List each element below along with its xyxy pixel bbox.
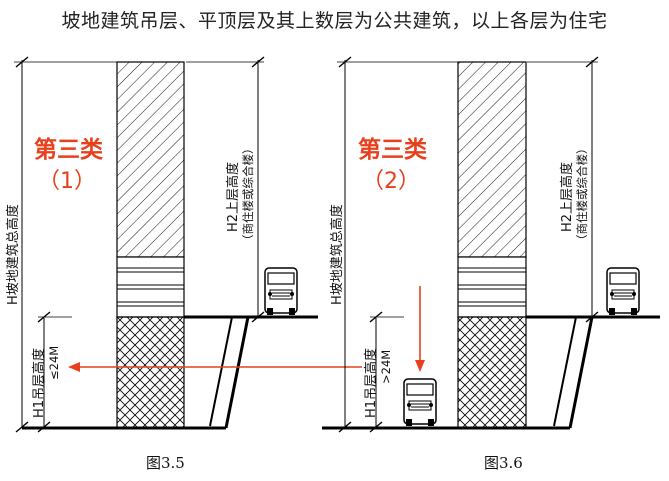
podium-block [116, 316, 185, 429]
h-total-label-left: H坡地建筑总高度 [6, 204, 21, 305]
arrowhead-left-icon [68, 362, 80, 372]
h2-note-left: （商住楼或综合楼） [241, 142, 255, 247]
h1-cond-left: ≤24M [47, 345, 61, 380]
h1-cond-right: >24M [379, 349, 393, 384]
h2-label-left: H2上层高度 [226, 161, 241, 232]
upper-residential-block [116, 61, 185, 258]
class-label-left: 第三类 [34, 137, 103, 163]
h2-note-right: （商住楼或综合楼） [575, 142, 589, 247]
slope-line [224, 316, 250, 429]
h1-label-left: H1吊层高度 [32, 347, 47, 418]
right-figure [322, 56, 660, 433]
page-title: 坡地建筑吊层、平顶层及其上数层为公共建筑，以上各层为住宅 [61, 10, 608, 32]
public-floors-block [116, 256, 185, 318]
bus-icon [606, 267, 640, 315]
class-label-right: 第三类 [358, 137, 427, 163]
left-figure [14, 56, 362, 433]
bus-icon [403, 378, 437, 426]
h2-label-right: H2上层高度 [560, 161, 575, 232]
h1-label-right: H1吊层高度 [364, 347, 379, 418]
class-num-right: （2） [362, 169, 420, 194]
h-total-label-right: H坡地建筑总高度 [330, 204, 345, 305]
figure-caption-right: 图3.6 [484, 454, 523, 472]
bus-icon [264, 267, 298, 315]
arrowhead-down-icon [415, 360, 425, 372]
class-num-left: （1） [38, 169, 96, 194]
figure-caption-left: 图3.5 [146, 454, 185, 472]
